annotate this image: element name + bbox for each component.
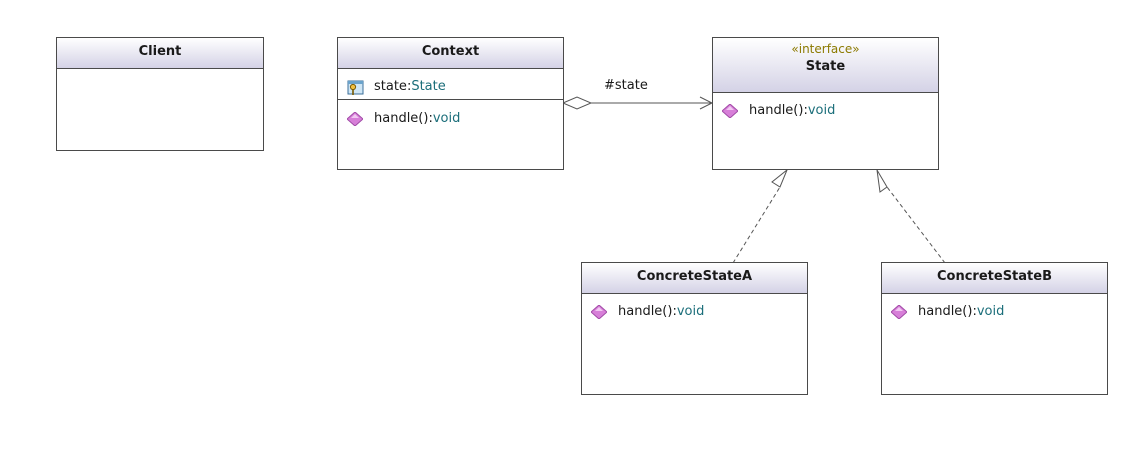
operation-compartment: handle():void xyxy=(582,294,807,323)
operation-diamond-icon xyxy=(721,103,739,126)
operation-type: void xyxy=(432,111,461,126)
class-name: ConcreteStateB xyxy=(937,269,1052,284)
operation-name: handle() xyxy=(618,304,673,319)
operation-name: handle() xyxy=(749,103,804,118)
attribute-row[interactable]: state:State xyxy=(338,76,563,98)
realization-a-connector xyxy=(732,168,789,264)
operation-compartment: handle():void xyxy=(713,93,938,122)
key-field-icon xyxy=(347,80,364,104)
operation-diamond-icon xyxy=(890,304,908,327)
operation-row[interactable]: handle():void xyxy=(882,301,1107,323)
class-name: Context xyxy=(421,44,480,59)
class-name: Client xyxy=(138,44,182,59)
operation-type: void xyxy=(676,304,705,319)
class-concrete-state-a[interactable]: ConcreteStateA handle():void xyxy=(581,262,808,395)
operation-name: handle() xyxy=(918,304,973,319)
aggregation-diamond-icon xyxy=(561,96,593,110)
operation-diamond-icon xyxy=(590,304,608,327)
operation-row[interactable]: handle():void xyxy=(582,301,807,323)
class-state-interface[interactable]: «interface» State handle():void xyxy=(712,37,939,170)
attribute-name: state xyxy=(374,79,407,94)
class-header: ConcreteStateA xyxy=(582,263,807,294)
association-label: #state xyxy=(604,78,648,93)
operation-compartment: handle():void xyxy=(882,294,1107,323)
operation-compartment: handle():void xyxy=(338,99,563,130)
class-concrete-state-b[interactable]: ConcreteStateB handle():void xyxy=(881,262,1108,395)
class-header: Context xyxy=(338,38,563,69)
operation-row[interactable]: handle():void xyxy=(338,108,563,130)
operation-diamond-icon xyxy=(346,111,364,134)
stereotype-label: «interface» xyxy=(791,42,860,56)
class-context[interactable]: Context state:State handle():void xyxy=(337,37,564,170)
operation-type: void xyxy=(976,304,1005,319)
attribute-type: State xyxy=(411,79,446,94)
class-header: Client xyxy=(57,38,263,69)
triangle-arrow-icon xyxy=(771,168,789,188)
triangle-arrow-icon xyxy=(876,169,888,193)
aggregation-connector xyxy=(561,96,714,110)
attribute-compartment: state:State xyxy=(338,69,563,99)
class-header: «interface» State xyxy=(713,38,938,93)
class-header: ConcreteStateB xyxy=(882,263,1107,294)
operation-name: handle() xyxy=(374,111,429,126)
operation-type: void xyxy=(807,103,836,118)
class-name: ConcreteStateA xyxy=(636,269,753,284)
realization-b-connector xyxy=(876,169,946,264)
operation-row[interactable]: handle():void xyxy=(713,100,938,122)
class-name: State xyxy=(805,59,846,74)
class-client[interactable]: Client xyxy=(56,37,264,151)
